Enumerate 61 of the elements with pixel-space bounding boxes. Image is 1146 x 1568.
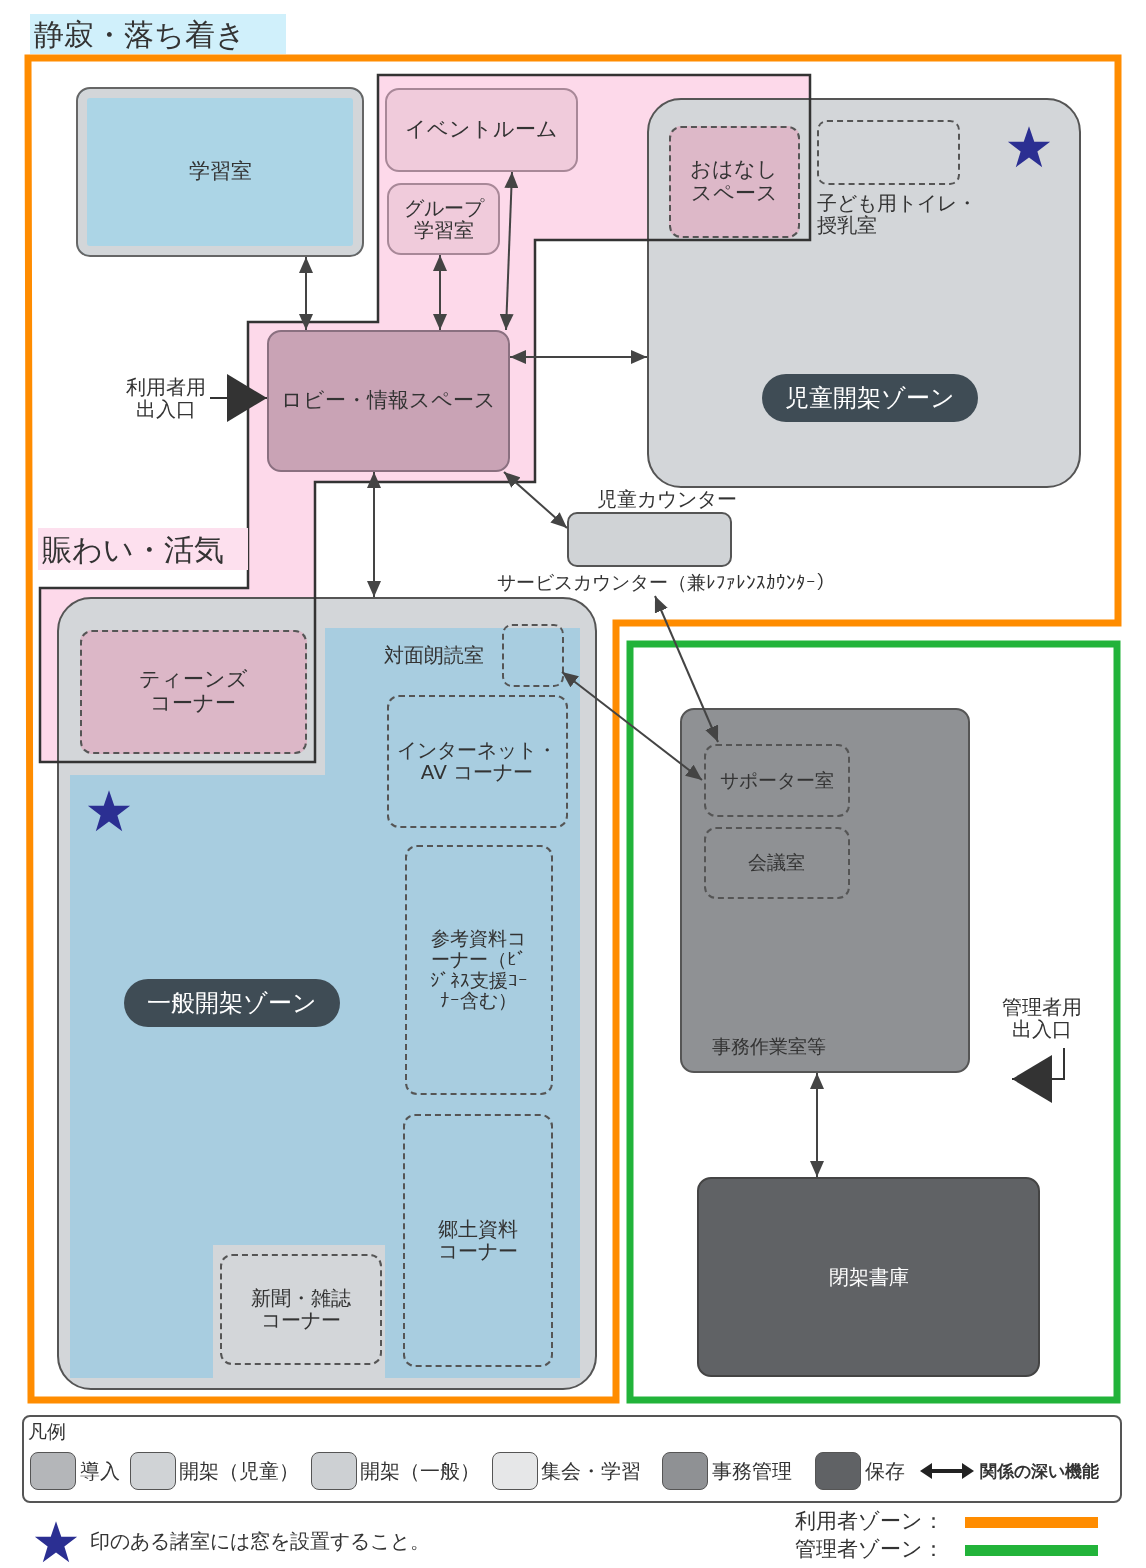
entrance-label: 利用者用出入口 [125, 374, 207, 423]
entrance-arrow [1011, 1047, 1065, 1103]
corner-area [405, 845, 553, 1095]
legend-label: 利用者ゾーン： [795, 1508, 945, 1536]
double-arrow [367, 471, 381, 598]
legend-label: 保存 [865, 1458, 905, 1485]
corner-area [704, 827, 850, 899]
corner-label: 新聞・雑誌コーナー [249, 1285, 352, 1334]
zone-label: 一般開架ゾーン [124, 979, 340, 1027]
legend-title: 凡例 [28, 1418, 67, 1444]
corner-label: 郷土資料コーナー [436, 1216, 519, 1265]
legend-label: 事務管理 [712, 1458, 792, 1485]
zone-title: 賑わい・活気 [38, 528, 248, 570]
double-arrow [499, 171, 519, 331]
double-arrow [810, 1072, 824, 1178]
corner-area [387, 695, 568, 828]
room-label: 閉架書庫 [827, 1264, 910, 1291]
corner-area [220, 1254, 382, 1365]
storage-room [697, 1177, 1040, 1377]
counter-label: 児童カウンター [596, 486, 738, 512]
corner-area [704, 744, 850, 817]
room-label: 学習室 [187, 158, 253, 186]
study-room [76, 87, 364, 257]
legend-label: 管理者ゾーン： [795, 1536, 945, 1564]
corner-label: おはなしスペース [690, 156, 778, 207]
office-room [680, 708, 970, 1073]
double-arrow [561, 671, 703, 781]
room-label: 子ども用トイレ・授乳室 [817, 192, 978, 239]
zone-label: 児童開架ゾーン [762, 374, 978, 422]
room-label: イベントルーム [404, 116, 559, 144]
double-arrow [299, 256, 313, 331]
zone-title: 静寂・落ち着き [30, 14, 286, 54]
room-label: 事務作業室等 [712, 1036, 827, 1059]
legend-label: 集会・学習 [541, 1458, 641, 1485]
corner-label: 参考資料コーナー（ﾋﾞｼﾞﾈｽ支援ｺｰﾅｰ含む） [428, 925, 529, 1014]
double-arrow [509, 350, 648, 364]
entrance-arrow [209, 374, 268, 422]
counter-label: サービスカウンター（兼ﾚﾌｧﾚﾝｽｶｳﾝﾀｰ） [495, 569, 836, 595]
double-arrow [433, 254, 447, 331]
legend-label: 開架（児童） [179, 1458, 299, 1485]
room-label: 対面朗読室 [383, 642, 485, 669]
entrance-label: 管理者用出入口 [1001, 994, 1083, 1043]
legend-label: 導入 [80, 1458, 120, 1485]
corner-label: サポーター室 [718, 767, 835, 793]
room-label: ロビー・情報スペース [280, 387, 497, 415]
corner-area [669, 126, 800, 238]
corner-label: 会議室 [747, 850, 806, 876]
room-box [387, 183, 500, 255]
room-label: グループ学習室 [402, 195, 486, 244]
double-arrow [654, 595, 719, 743]
corner-area [80, 630, 307, 754]
legend-label: 関係の深い機能 [980, 1459, 1099, 1483]
lobby-box [267, 330, 510, 472]
zone-area [647, 98, 1081, 488]
corner-area [403, 1114, 553, 1367]
corner-label: ティーンズコーナー [138, 666, 248, 717]
note-text: 印のある諸室には窓を設置すること。 [90, 1528, 431, 1555]
legend-label: 開架（一般） [360, 1458, 480, 1485]
room-box [385, 88, 578, 172]
double-arrow [503, 471, 568, 529]
corner-label: インターネット・AV コーナー [396, 737, 558, 786]
